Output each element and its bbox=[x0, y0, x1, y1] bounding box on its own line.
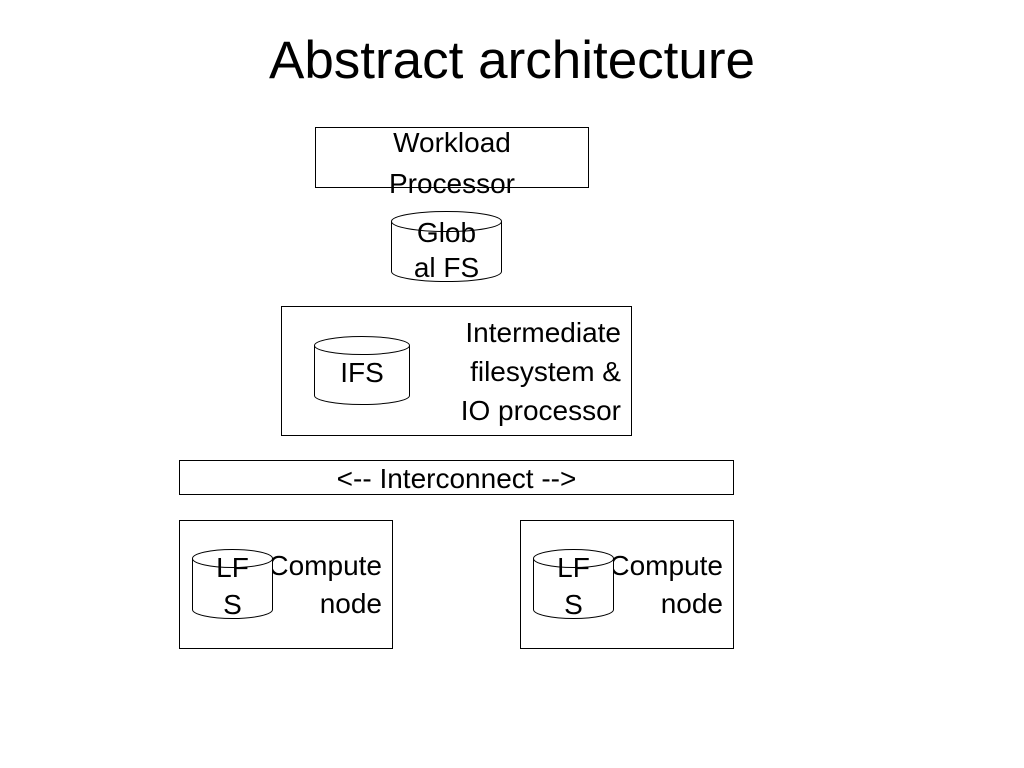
compute-node-line-1: Compute bbox=[268, 550, 382, 581]
compute-node-line-1: Compute bbox=[609, 550, 723, 581]
global-fs-cylinder: Glob al FS bbox=[391, 211, 502, 285]
global-fs-label: Glob al FS bbox=[391, 215, 502, 285]
compute-node-line-2: node bbox=[660, 588, 723, 619]
lfs-cylinder-label: LF S bbox=[192, 549, 273, 623]
intermediate-filesystem-label: Intermediate filesystem & IO processor bbox=[461, 313, 621, 430]
interconnect-box: <-- Interconnect --> bbox=[179, 460, 734, 495]
global-fs-line-1: Glob bbox=[416, 217, 477, 248]
global-fs-line-2: al FS bbox=[413, 252, 480, 283]
compute-node-line-2: node bbox=[319, 588, 382, 619]
ifs-cylinder-label: IFS bbox=[340, 357, 384, 388]
lfs-cylinder: LF S bbox=[192, 549, 273, 620]
lfs-cylinder-shape bbox=[192, 549, 273, 619]
workload-processor-line-2: Processor bbox=[388, 168, 516, 199]
intermediate-line-1: Intermediate bbox=[465, 317, 621, 348]
intermediate-line-3: IO processor bbox=[460, 395, 621, 426]
ifs-cylinder-shape bbox=[314, 336, 410, 405]
lfs-line-2: S bbox=[223, 589, 242, 620]
workload-processor-line-1: Workload bbox=[393, 127, 511, 158]
lfs-cylinder: LF S bbox=[533, 549, 614, 620]
workload-processor-box: Workload Processor bbox=[315, 127, 589, 199]
lfs-line-1: LF bbox=[216, 552, 249, 583]
compute-node-label: Compute node bbox=[609, 547, 723, 623]
global-fs-cylinder-shape bbox=[391, 211, 502, 282]
lfs-cylinder-label: LF S bbox=[533, 549, 614, 623]
lfs-line-1: LF bbox=[557, 552, 590, 583]
interconnect-label: <-- Interconnect --> bbox=[336, 463, 577, 494]
compute-node-label: Compute node bbox=[268, 547, 382, 623]
lfs-cylinder-shape bbox=[533, 549, 614, 619]
slide-title: Abstract architecture bbox=[268, 31, 756, 90]
ifs-cylinder: IFS bbox=[314, 336, 410, 405]
lfs-line-2: S bbox=[564, 589, 583, 620]
workload-processor-label: Workload Processor bbox=[316, 122, 588, 204]
intermediate-line-2: filesystem & bbox=[470, 356, 621, 387]
